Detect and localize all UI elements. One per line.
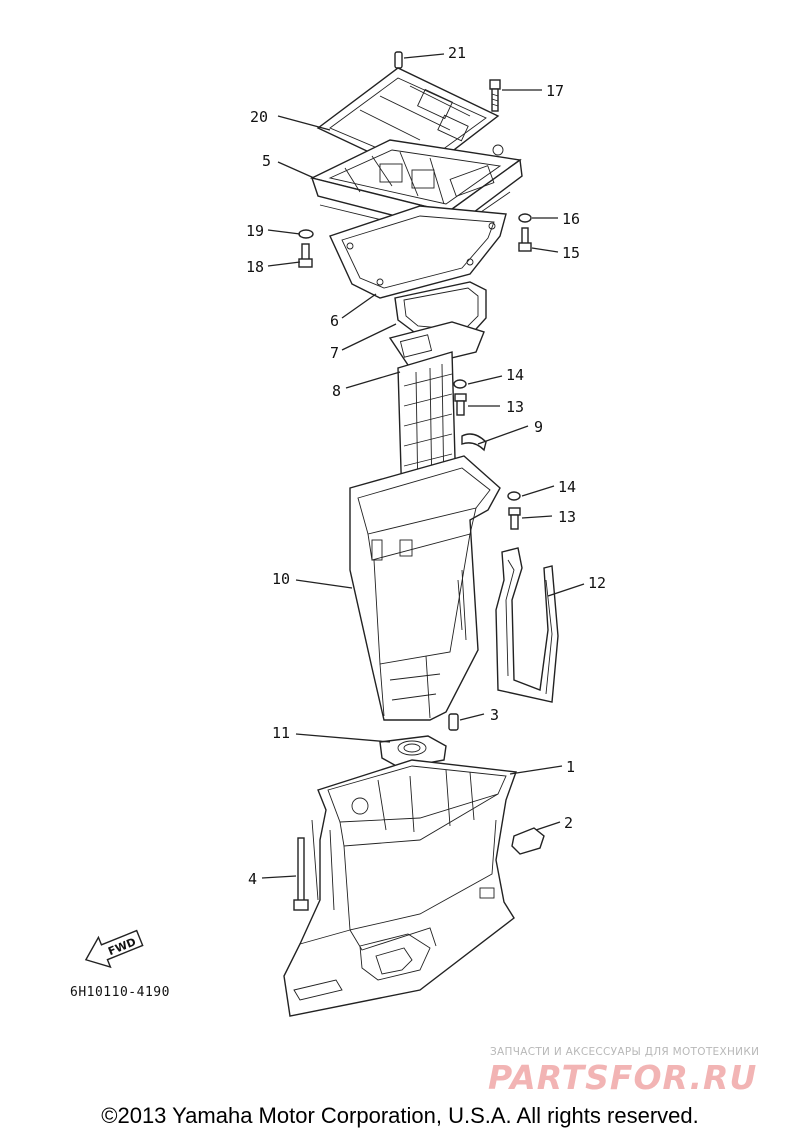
part-1-lower-casing [283, 759, 517, 1017]
callout-17: 17 [546, 82, 564, 100]
callout-numbers: 1 2 3 4 5 6 7 8 9 10 11 12 13 13 14 14 1… [246, 44, 606, 888]
callout-7: 7 [330, 344, 339, 362]
fwd-label: FWD [106, 935, 138, 958]
part-14b-washer [507, 491, 521, 501]
callout-12: 12 [588, 574, 606, 592]
callout-14a: 14 [506, 366, 524, 384]
part-6-gasket [329, 205, 507, 299]
part-16-washer [518, 213, 532, 223]
part-15-bolt [518, 227, 532, 252]
callout-13a: 13 [506, 398, 524, 416]
watermark-brand: PARTSFOR.RU [488, 1058, 758, 1097]
callout-21: 21 [448, 44, 466, 62]
part-14a-washer [453, 379, 467, 389]
callout-2: 2 [564, 814, 573, 832]
part-7-gasket [394, 281, 487, 339]
part-18-bolt [298, 243, 313, 268]
copyright-notice: ©2013 Yamaha Motor Corporation, U.S.A. A… [101, 1103, 699, 1128]
callout-10: 10 [272, 570, 290, 588]
callout-16: 16 [562, 210, 580, 228]
callout-1: 1 [566, 758, 575, 776]
part-code: 6H10110-4190 [70, 985, 170, 1000]
callout-3: 3 [490, 706, 499, 724]
callout-6: 6 [330, 312, 339, 330]
part-4-long-bolt [293, 837, 309, 911]
callout-18: 18 [246, 258, 264, 276]
callout-19: 19 [246, 222, 264, 240]
part-13b-bolt [508, 507, 521, 530]
leader-lines [261, 53, 585, 879]
part-21-pin [394, 51, 403, 69]
callout-13b: 13 [558, 508, 576, 526]
part-12-rubber-seal [495, 547, 559, 703]
callout-4: 4 [248, 870, 257, 888]
part-11-seal [379, 735, 447, 769]
part-2-cap [511, 827, 545, 855]
callout-20: 20 [250, 108, 268, 126]
part-9-clip [461, 433, 487, 452]
callout-5: 5 [262, 152, 271, 170]
callout-8: 8 [332, 382, 341, 400]
callout-9: 9 [534, 418, 543, 436]
callout-15: 15 [562, 244, 580, 262]
part-13a-bolt [454, 393, 467, 416]
watermark-tagline: ЗАПЧАСТИ И АКСЕССУАРЫ ДЛЯ МОТОТЕХНИКИ [490, 1046, 760, 1058]
part-19-washer [298, 229, 314, 239]
callout-11: 11 [272, 724, 290, 742]
part-10-upper-casing [349, 455, 501, 721]
callout-14b: 14 [558, 478, 576, 496]
fwd-arrow-icon: FWD [84, 929, 144, 969]
part-17-bolt [489, 79, 501, 112]
part-3-dowel-pin [448, 713, 459, 731]
